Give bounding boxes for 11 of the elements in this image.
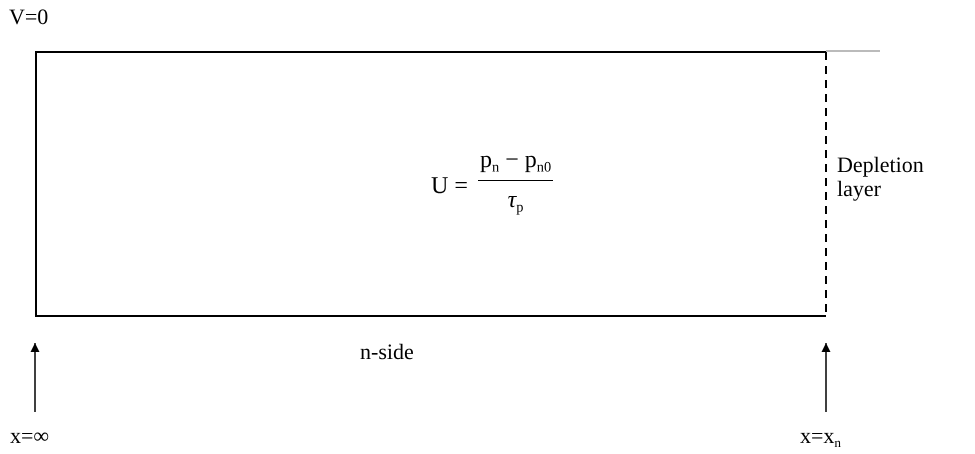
arrow (822, 343, 830, 412)
position-label: x=∞ (10, 424, 80, 452)
arrow (30, 343, 40, 412)
voltage-label: V=0 (9, 5, 48, 30)
fraction-numerator: p$_{n}$ − p$_{n0}$ (478, 147, 554, 182)
n-region-box (35, 51, 826, 317)
region-caption: Depletion layer (837, 153, 925, 202)
fraction-denominator: τ$_{p}$ (508, 186, 524, 216)
region-caption: n-side (360, 340, 415, 364)
position-label: x=x$_{n}$ (800, 424, 880, 452)
formula-text: U = (431, 173, 468, 200)
